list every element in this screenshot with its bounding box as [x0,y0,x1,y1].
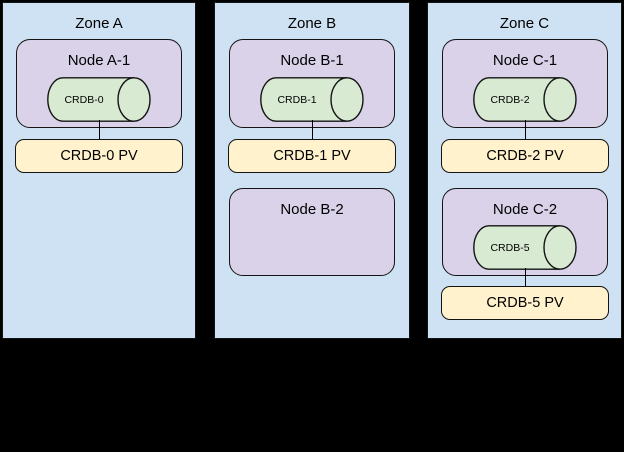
crdb-5-label: CRDB-5 [490,241,530,254]
crdb-2-pv: CRDB-2 PV [441,139,609,173]
crdb-1-pv-label: CRDB-1 PV [273,148,351,164]
node-b-1: Node B-1 CRDB-1 [229,39,395,128]
node-c-1: Node C-1 CRDB-2 [442,39,608,128]
database-cylinder-icon [473,225,577,270]
crdb-1-label: CRDB-1 [277,93,317,106]
crdb-0-pv: CRDB-0 PV [15,139,183,173]
connector-crdb-0-to-pv [98,120,101,141]
connector-crdb-5-to-pv [524,268,527,288]
zone-c-label: Zone C [499,15,550,32]
node-c-1-label: Node C-1 [492,52,558,69]
crdb-5-pv-label: CRDB-5 PV [486,295,564,311]
node-b-2-label: Node B-2 [280,201,344,218]
node-c-2: Node C-2 CRDB-5 [442,188,608,276]
crdb-0-pv-label: CRDB-0 PV [60,148,138,164]
crdb-2-pv-label: CRDB-2 PV [486,148,564,164]
crdb-0-label: CRDB-0 [64,93,104,106]
node-c-2-label: Node C-2 [492,201,558,218]
zone-b-label: Zone B [287,15,337,32]
node-a-1-label: Node A-1 [67,52,131,69]
zone-c: Zone C Node C-1 CRDB-2 CRDB-2 PV Node C-… [427,2,622,339]
node-a-1: Node A-1 CRDB-0 [16,39,182,128]
node-b-1-label: Node B-1 [280,52,344,69]
zone-a-label: Zone A [75,15,123,32]
crdb-1-pv: CRDB-1 PV [228,139,396,173]
crdb-2-cylinder: CRDB-2 [473,77,577,122]
crdb-1-cylinder: CRDB-1 [260,77,364,122]
crdb-0-cylinder: CRDB-0 [47,77,151,122]
database-cylinder-icon [473,77,577,122]
database-cylinder-icon [260,77,364,122]
connector-crdb-1-to-pv [311,120,314,141]
node-b-2: Node B-2 [229,188,395,276]
zone-a: Zone A Node A-1 CRDB-0 CRDB-0 PV [2,2,196,339]
crdb-2-label: CRDB-2 [490,93,530,106]
zone-b: Zone B Node B-1 CRDB-1 CRDB-1 PV Node B-… [214,2,410,339]
crdb-5-cylinder: CRDB-5 [473,225,577,270]
crdb-5-pv: CRDB-5 PV [441,286,609,320]
database-cylinder-icon [47,77,151,122]
connector-crdb-2-to-pv [524,120,527,141]
